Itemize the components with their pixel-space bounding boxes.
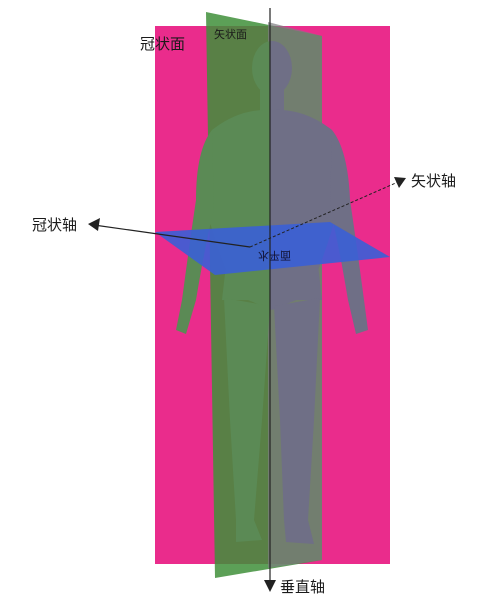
vertical-axis-arrowhead [264, 580, 276, 592]
sagittal-axis-arrowhead [394, 177, 406, 188]
sagittal-axis-label: 矢状轴 [411, 170, 456, 191]
sagittal-plane-label: 矢状面 [214, 26, 247, 42]
vertical-axis-label: 垂直轴 [280, 576, 325, 597]
coronal-axis-label: 冠状轴 [32, 214, 77, 235]
horizontal-plane-label: 水平面 [258, 248, 291, 264]
coronal-axis-arrowhead [88, 218, 100, 231]
coronal-plane-label: 冠状面 [140, 33, 185, 54]
